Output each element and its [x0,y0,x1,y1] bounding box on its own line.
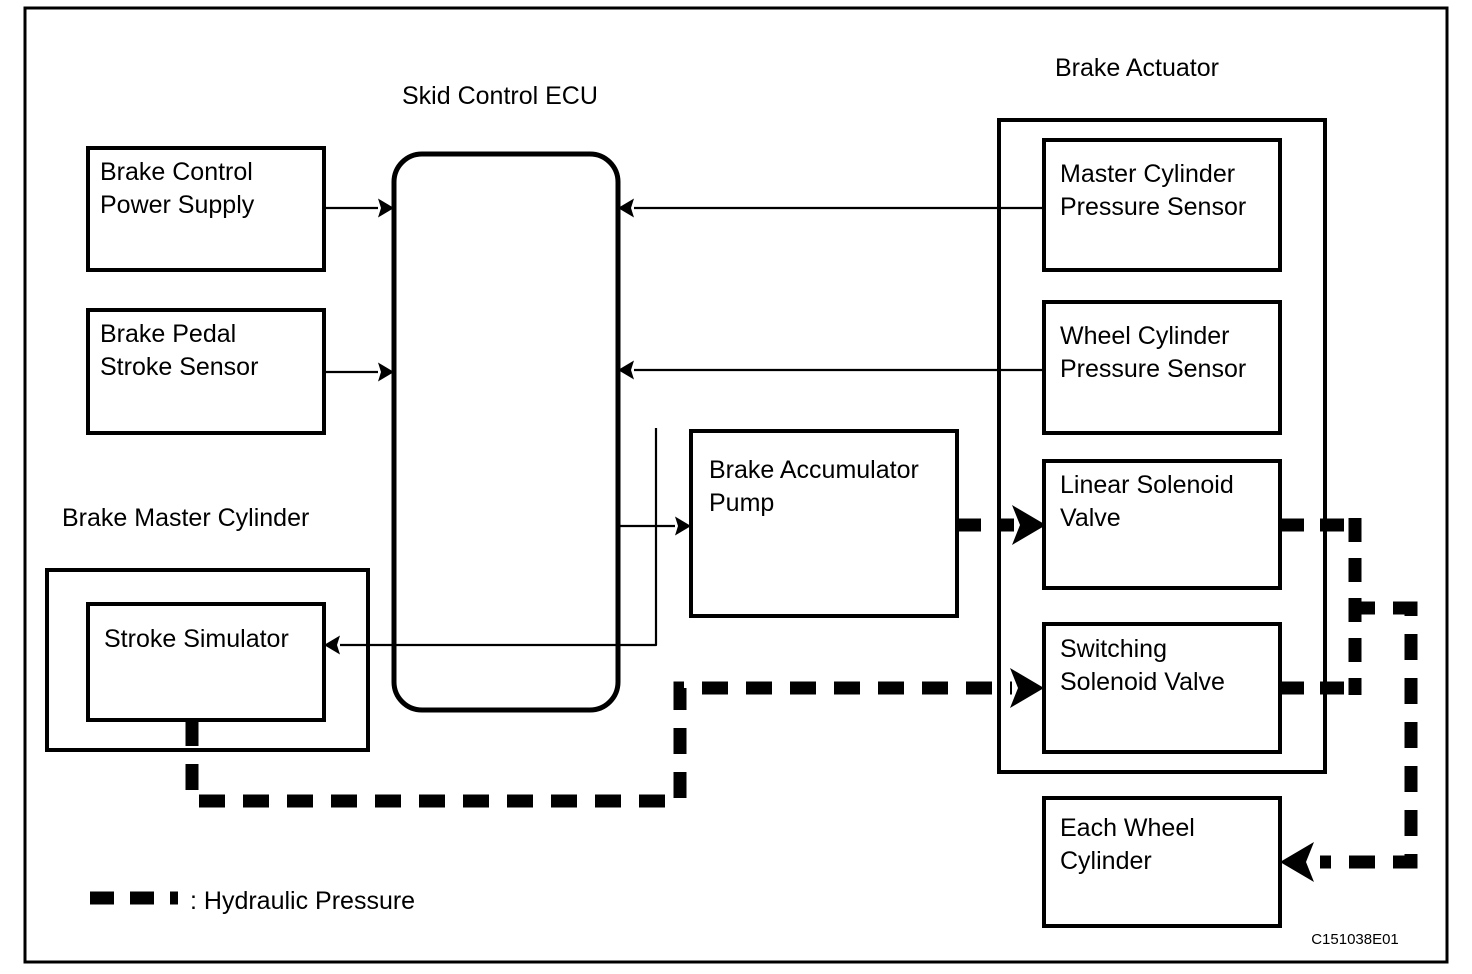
master-cylinder-pressure-sensor-box [1042,138,1282,272]
skid-control-ecu-title: Skid Control ECU [402,82,598,110]
legend: : Hydraulic Pressure [90,887,415,915]
arrowhead-pedal-sensor-to-ecu [378,362,394,382]
arrowhead-to-each-wheel-cylinder [1280,842,1314,882]
switching-solenoid-valve-label-line2: Solenoid Valve [1060,668,1225,696]
hydraulic-stroke-simulator-to-switching-solenoid [185,681,1012,808]
diagram-outer-frame [23,6,1449,964]
arrowhead-power-supply-to-ecu [378,198,394,218]
each-wheel-cylinder-label-line2: Cylinder [1060,847,1152,875]
brake-actuator-title: Brake Actuator [1055,54,1219,82]
brake-pedal-stroke-sensor-label-line1: Brake Pedal [100,320,236,348]
brake-control-power-supply-label-line2: Power Supply [100,191,255,219]
arrowhead-wheel-cyl-sensor-to-ecu [618,360,634,380]
brake-pedal-stroke-sensor-label-line2: Stroke Sensor [100,353,258,381]
legend-hydraulic-label: : Hydraulic Pressure [190,887,415,915]
switching-solenoid-valve-label-line1: Switching [1060,635,1167,663]
master-cylinder-pressure-sensor-label-line2: Pressure Sensor [1060,193,1246,221]
arrowhead-ecu-to-accumulator-pump [675,516,691,536]
figure-code: C151038E01 [1311,931,1399,948]
brake-accumulator-pump-label-line2: Pump [709,489,774,517]
master-cylinder-pressure-sensor-label-line1: Master Cylinder [1060,160,1235,188]
brake-control-power-supply-label-line1: Brake Control [100,158,253,186]
wheel-cylinder-pressure-sensor-box [1042,300,1282,435]
brake-actuator-group-box [997,118,1327,774]
arrowhead-ecu-to-stroke-simulator [324,635,340,655]
arrowhead-pump-to-linear-solenoid [1012,505,1046,545]
wheel-cylinder-pressure-sensor-label-line1: Wheel Cylinder [1060,322,1230,350]
brake-master-cylinder-group-box [45,568,370,752]
arrowhead-master-cyl-sensor-to-ecu [618,198,634,218]
arrowhead-stroke-simulator-to-switching-solenoid [1010,668,1044,708]
linear-solenoid-valve-label-line1: Linear Solenoid [1060,471,1234,499]
stroke-simulator-label: Stroke Simulator [104,625,289,653]
hydraulic-trunk-to-each-wheel-cylinder [1320,601,1418,869]
wheel-cylinder-pressure-sensor-label-line2: Pressure Sensor [1060,355,1246,383]
brake-accumulator-pump-label-line1: Brake Accumulator [709,456,919,484]
brake-master-cylinder-title: Brake Master Cylinder [62,504,309,532]
linear-solenoid-valve-label-line2: Valve [1060,504,1121,532]
skid-control-ecu-box [391,151,621,713]
each-wheel-cylinder-label-line1: Each Wheel [1060,814,1195,842]
signal-ecu-to-stroke-simulator [340,428,658,647]
stroke-simulator-box [86,602,326,722]
